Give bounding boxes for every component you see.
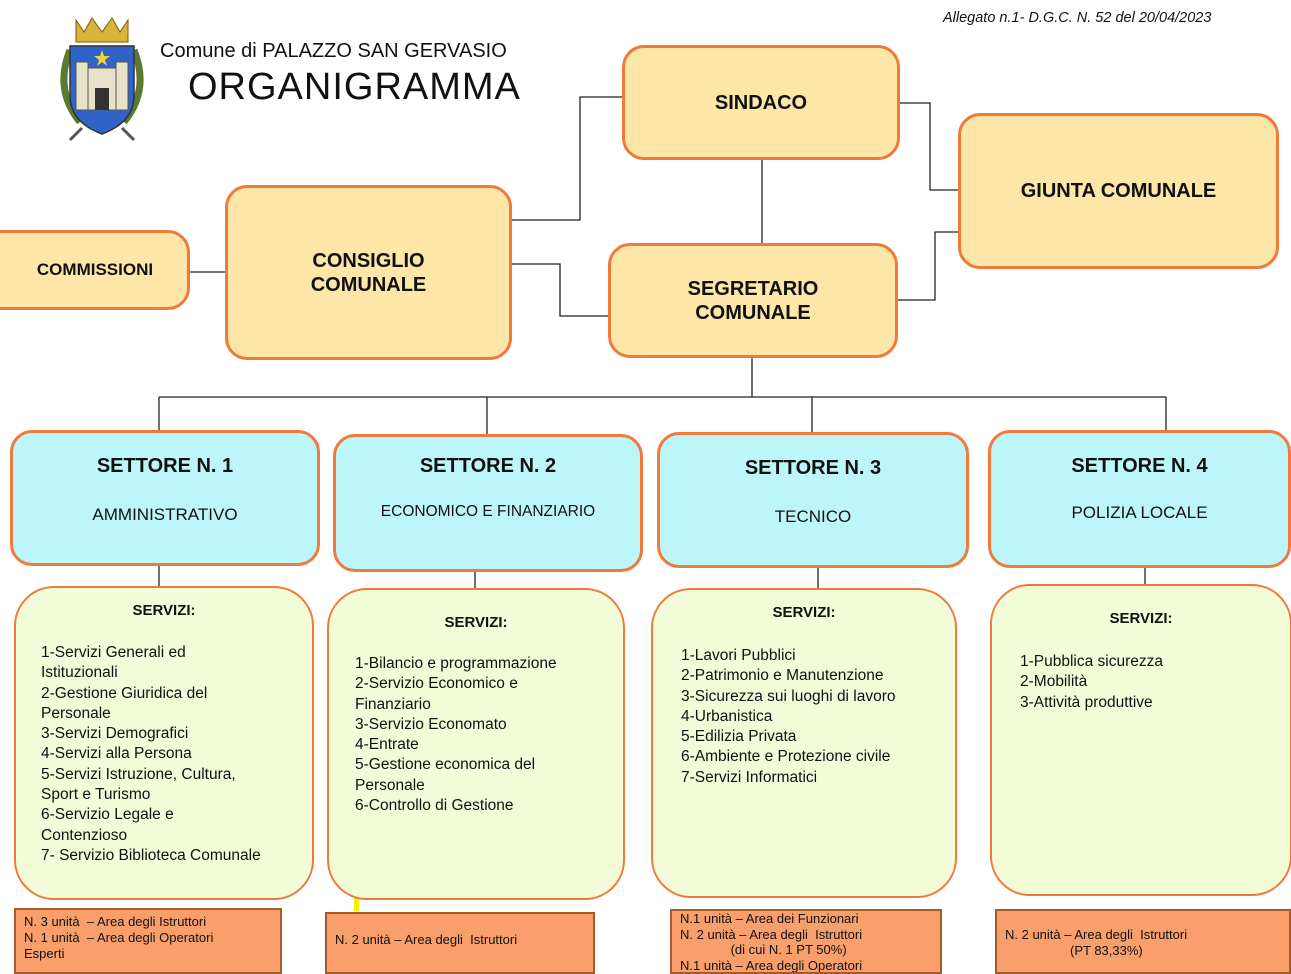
settore-4-services-heading: SERVIZI:	[1109, 610, 1173, 627]
settore-2-staff: N. 2 unità – Area degli Istruttori	[325, 912, 595, 974]
staff-line: N. 2 unità – Area degli Istruttori	[1005, 927, 1188, 942]
list-item: 1-Bilancio e programmazione	[355, 655, 557, 672]
list-item: 6-Ambiente e Protezione civile	[681, 748, 891, 766]
staff-line: Esperti	[24, 946, 65, 961]
list-item: 4-Servizi alla Persona	[41, 745, 192, 763]
settore-4-staff: N. 2 unità – Area degli Istruttori (PT 8…	[995, 909, 1291, 974]
list-item: 3-Servizio Economato	[355, 715, 507, 733]
settore-2-subtitle: ECONOMICO E FINANZIARIO	[380, 503, 596, 520]
giunta-comunale-box: GIUNTA COMUNALE	[958, 113, 1279, 269]
consiglio-comunale-box: CONSIGLIO COMUNALE	[225, 185, 512, 360]
settore-3-title: SETTORE N. 3	[744, 457, 882, 479]
list-item: 6-Servizio Legale e	[41, 806, 174, 824]
settore-4-subtitle: POLIZIA LOCALE	[1071, 503, 1208, 522]
list-item: Sport e Turismo	[41, 786, 151, 804]
staff-line: N. 2 unità – Area degli Istruttori	[335, 932, 518, 947]
settore-2-title: SETTORE N. 2	[419, 455, 557, 477]
list-item: 2-Servizio Economico e	[355, 675, 518, 693]
settore-1-services-list: 1-Servizi Generali ed Istituzionali 2-Ge…	[41, 643, 261, 866]
settore-4-services: SERVIZI: 1-Pubblica sicurezza 2-Mobilità…	[990, 584, 1291, 896]
list-item: 3-Sicurezza sui luoghi di lavoro	[681, 687, 896, 705]
segretario-label-2: COMUNALE	[695, 301, 811, 324]
settore-3-subtitle: TECNICO	[774, 507, 852, 526]
settore-3-services-heading: SERVIZI:	[772, 604, 836, 621]
list-item: 5-Gestione economica del	[355, 756, 536, 774]
settore-1-services: SERVIZI: 1-Servizi Generali ed Istituzio…	[14, 586, 314, 900]
list-item: 3-Attività produttive	[1020, 693, 1153, 711]
comune-name: Comune di PALAZZO SAN GERVASIO	[160, 40, 507, 62]
list-item: Finanziario	[355, 695, 431, 713]
list-item: 5-Servizi Istruzione, Cultura,	[41, 765, 236, 783]
settore-3-box: SETTORE N. 3 TECNICO	[657, 432, 969, 568]
list-item: 7-Servizi Informatici	[681, 768, 818, 786]
list-item: 4-Urbanistica	[681, 707, 773, 725]
staff-line: (PT 83,33%)	[1005, 943, 1143, 958]
list-item: Istituzionali	[41, 664, 118, 682]
list-item: 2-Patrimonio e Manutenzione	[681, 667, 884, 685]
list-item: Personale	[41, 704, 111, 722]
consiglio-label-2: COMUNALE	[310, 273, 427, 296]
list-item: Personale	[355, 776, 425, 794]
sindaco-label: SINDACO	[714, 91, 808, 114]
settore-3-services: SERVIZI: 1-Lavori Pubblici 2-Patrimonio …	[651, 588, 957, 898]
settore-3-services-list: 1-Lavori Pubblici 2-Patrimonio e Manuten…	[681, 646, 896, 788]
list-item: 7- Servizio Biblioteca Comunale	[41, 846, 261, 864]
staff-line: (di cui N. 1 PT 50%)	[680, 942, 847, 957]
staff-line: N. 2 unità – Area degli Istruttori	[680, 926, 863, 942]
settore-1-box: SETTORE N. 1 AMMINISTRATIVO	[10, 430, 320, 566]
settore-4-title: SETTORE N. 4	[1071, 455, 1208, 477]
staff-line: N.1 unità – Area degli Operatori	[680, 957, 863, 973]
commissioni-box: COMMISSIONI	[0, 230, 190, 310]
segretario-label-1: SEGRETARIO	[687, 277, 819, 300]
list-item: 2-Mobilità	[1020, 673, 1088, 691]
staff-line: N.1 unità – Area dei Funzionari	[680, 911, 859, 926]
giunta-label: GIUNTA COMUNALE	[1020, 180, 1217, 202]
settore-2-box: SETTORE N. 2 ECONOMICO E FINANZIARIO	[333, 434, 643, 572]
settore-4-box: SETTORE N. 4 POLIZIA LOCALE	[988, 430, 1291, 568]
settore-1-staff: N. 3 unità – Area degli Istruttori N. 1 …	[14, 908, 282, 974]
sindaco-box: SINDACO	[622, 45, 900, 160]
settore-4-services-list: 1-Pubblica sicurezza 2-Mobilità 3-Attivi…	[1020, 652, 1163, 713]
commissioni-label: COMMISSIONI	[36, 260, 154, 279]
list-item: 4-Entrate	[355, 736, 419, 754]
coat-of-arms-logo	[40, 10, 164, 142]
list-item: 1-Servizi Generali ed	[41, 644, 186, 661]
list-item: 3-Servizi Demografici	[41, 725, 189, 743]
list-item: 1-Pubblica sicurezza	[1020, 653, 1164, 670]
list-item: 2-Gestione Giuridica del	[41, 684, 208, 702]
settore-1-subtitle: AMMINISTRATIVO	[92, 505, 238, 524]
page-title: ORGANIGRAMMA	[188, 66, 521, 108]
allegato-reference: Allegato n.1- D.G.C. N. 52 del 20/04/202…	[943, 10, 1212, 26]
settore-3-staff: N.1 unità – Area dei Funzionari N. 2 uni…	[670, 909, 942, 974]
list-item: 6-Controllo di Gestione	[355, 797, 514, 815]
settore-1-title: SETTORE N. 1	[96, 455, 234, 477]
settore-2-services: SERVIZI: 1-Bilancio e programmazione 2-S…	[327, 588, 625, 900]
segretario-comunale-box: SEGRETARIO COMUNALE	[608, 243, 898, 358]
settore-1-services-heading: SERVIZI:	[132, 602, 196, 619]
consiglio-label-1: CONSIGLIO	[312, 249, 425, 272]
list-item: 1-Lavori Pubblici	[681, 647, 796, 664]
list-item: 5-Edilizia Privata	[681, 728, 797, 746]
staff-line: N. 3 unità – Area degli Istruttori	[24, 914, 207, 929]
settore-2-services-list: 1-Bilancio e programmazione 2-Servizio E…	[355, 654, 557, 816]
settore-2-services-heading: SERVIZI:	[444, 614, 508, 631]
list-item: Contenzioso	[41, 826, 128, 844]
staff-line: N. 1 unità – Area degli Operatori	[24, 930, 214, 945]
